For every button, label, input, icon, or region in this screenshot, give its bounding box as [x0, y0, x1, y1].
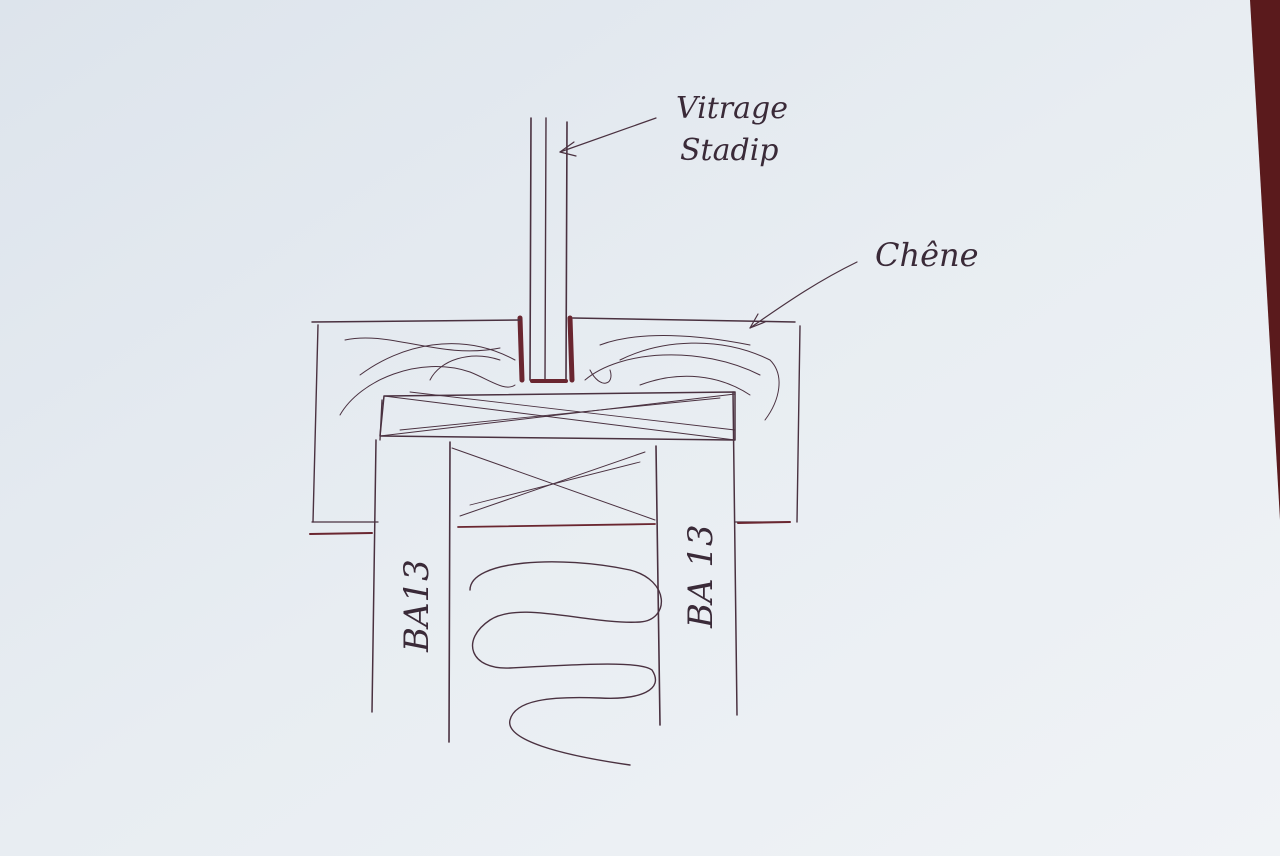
stud-box [448, 441, 661, 743]
label-chene: Chêne [875, 236, 979, 274]
leader-vitrage [559, 117, 657, 157]
glass-pane [517, 117, 575, 383]
insulation-coil [469, 561, 663, 766]
leader-chene [749, 261, 858, 329]
oak-cap [309, 317, 801, 535]
plasterboard-right [732, 391, 738, 716]
label-ba13-left: BA13 [397, 559, 437, 653]
label-ba13-right: BA 13 [681, 524, 721, 629]
label-vitrage: Vitrage [676, 91, 788, 126]
label-stadip: Stadip [680, 133, 779, 168]
plasterboard-left [371, 399, 383, 713]
